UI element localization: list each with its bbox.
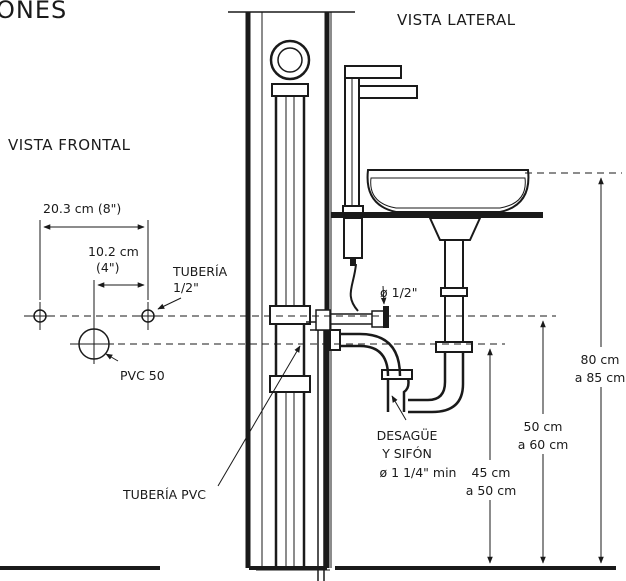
drain-size-label: ø 1 1/4" min	[380, 465, 457, 480]
drain-label: DESAGÜE	[377, 427, 438, 443]
height-85-label: a 85 cm	[575, 370, 626, 385]
vanity-and-basin	[331, 169, 543, 218]
wall	[0, 11, 616, 571]
vertical-pipe	[269, 39, 311, 568]
faucet	[342, 65, 418, 266]
valve-size-label: ø 1/2"	[380, 285, 418, 300]
spacing-inner-label: 10.2 cm	[88, 244, 139, 259]
label-backgrounds	[463, 347, 626, 500]
pipe-size-label: 1/2"	[173, 280, 199, 295]
trap-label: Y SIFÓN	[381, 446, 432, 461]
pvc-label: PVC 50	[120, 368, 165, 383]
height-60-label: a 60 cm	[518, 437, 569, 452]
height-50-label: 50 cm	[524, 419, 563, 434]
partial-heading: ONES	[0, 0, 67, 24]
drain-trap	[329, 217, 482, 414]
height-80-label: 80 cm	[581, 352, 620, 367]
height-45-label: 45 cm	[472, 465, 511, 480]
spacing-inner-inch-label: (4")	[96, 260, 119, 275]
pvc-pipe-label: TUBERÍA PVC	[122, 487, 206, 502]
front-view-title: VISTA FRONTAL	[8, 136, 131, 154]
supply-line	[306, 263, 389, 581]
spacing-outer-label: 20.3 cm (8")	[43, 201, 121, 216]
height-50b-label: a 50 cm	[466, 483, 517, 498]
pipe-label: TUBERÍA	[172, 264, 228, 279]
reference-lines	[24, 172, 622, 345]
side-view-title: VISTA LATERAL	[397, 11, 516, 29]
